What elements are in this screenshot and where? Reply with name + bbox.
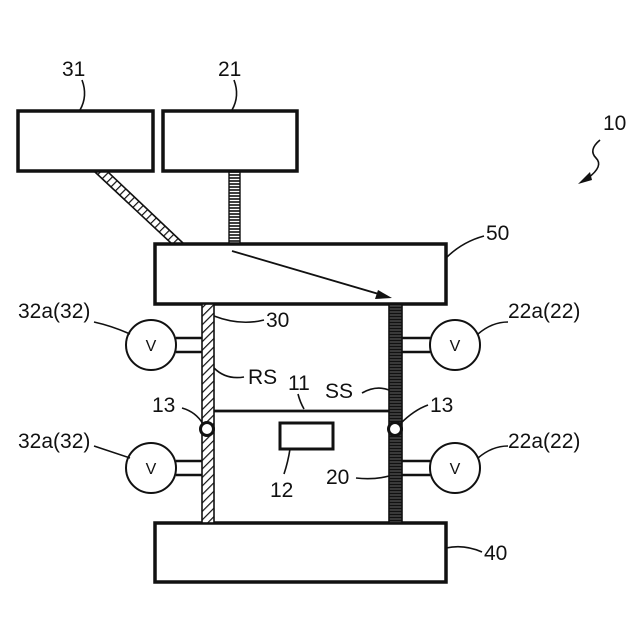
leader-13-left xyxy=(182,408,203,424)
leader-50 xyxy=(446,236,484,258)
joint-13-right xyxy=(389,423,402,436)
leader-12 xyxy=(284,449,290,474)
label-ss: SS xyxy=(325,380,353,403)
box-40 xyxy=(155,523,446,582)
leader-rs xyxy=(214,368,244,378)
label-32a-lower: 32a(32) xyxy=(18,430,90,453)
leader-32a-upper xyxy=(94,322,130,334)
label-21: 21 xyxy=(218,58,241,81)
leader-31 xyxy=(80,80,85,110)
feed-line-21 xyxy=(229,172,240,244)
cable-20 xyxy=(389,304,402,523)
leader-30 xyxy=(214,316,264,322)
label-10: 10 xyxy=(603,112,626,135)
leader-10-arrow xyxy=(578,172,592,184)
box-50 xyxy=(155,244,446,304)
label-22a-lower: 22a(22) xyxy=(508,430,580,453)
valve-left-lower-symbol: V xyxy=(146,461,157,478)
label-31: 31 xyxy=(62,58,85,81)
label-13-right: 13 xyxy=(430,394,453,417)
leader-21 xyxy=(232,80,237,110)
leader-11 xyxy=(298,394,304,409)
label-11: 11 xyxy=(288,372,310,395)
cable-30 xyxy=(202,304,214,523)
label-rs: RS xyxy=(248,366,277,389)
valve-left-upper-symbol: V xyxy=(146,338,157,355)
block-12 xyxy=(280,423,333,449)
label-13-left: 13 xyxy=(152,394,175,417)
leader-32a-lower xyxy=(94,446,130,458)
box-21 xyxy=(163,111,297,171)
label-22a-upper: 22a(22) xyxy=(508,300,580,323)
leader-22a-upper xyxy=(478,322,508,334)
leader-22a-lower xyxy=(478,446,508,458)
box-31 xyxy=(18,111,153,171)
label-12: 12 xyxy=(270,479,293,502)
label-50: 50 xyxy=(486,222,509,245)
leader-ss xyxy=(362,388,389,393)
valve-right-lower-symbol: V xyxy=(450,461,461,478)
leader-20 xyxy=(356,476,389,479)
label-20: 20 xyxy=(326,466,349,489)
feed-line-31 xyxy=(95,172,184,244)
leader-40 xyxy=(446,547,482,552)
label-40: 40 xyxy=(484,542,507,565)
label-30: 30 xyxy=(266,309,289,332)
joint-13-left xyxy=(201,423,214,436)
valve-right-upper-symbol: V xyxy=(450,338,461,355)
leader-13-right xyxy=(400,405,428,424)
label-32a-upper: 32a(32) xyxy=(18,300,90,323)
